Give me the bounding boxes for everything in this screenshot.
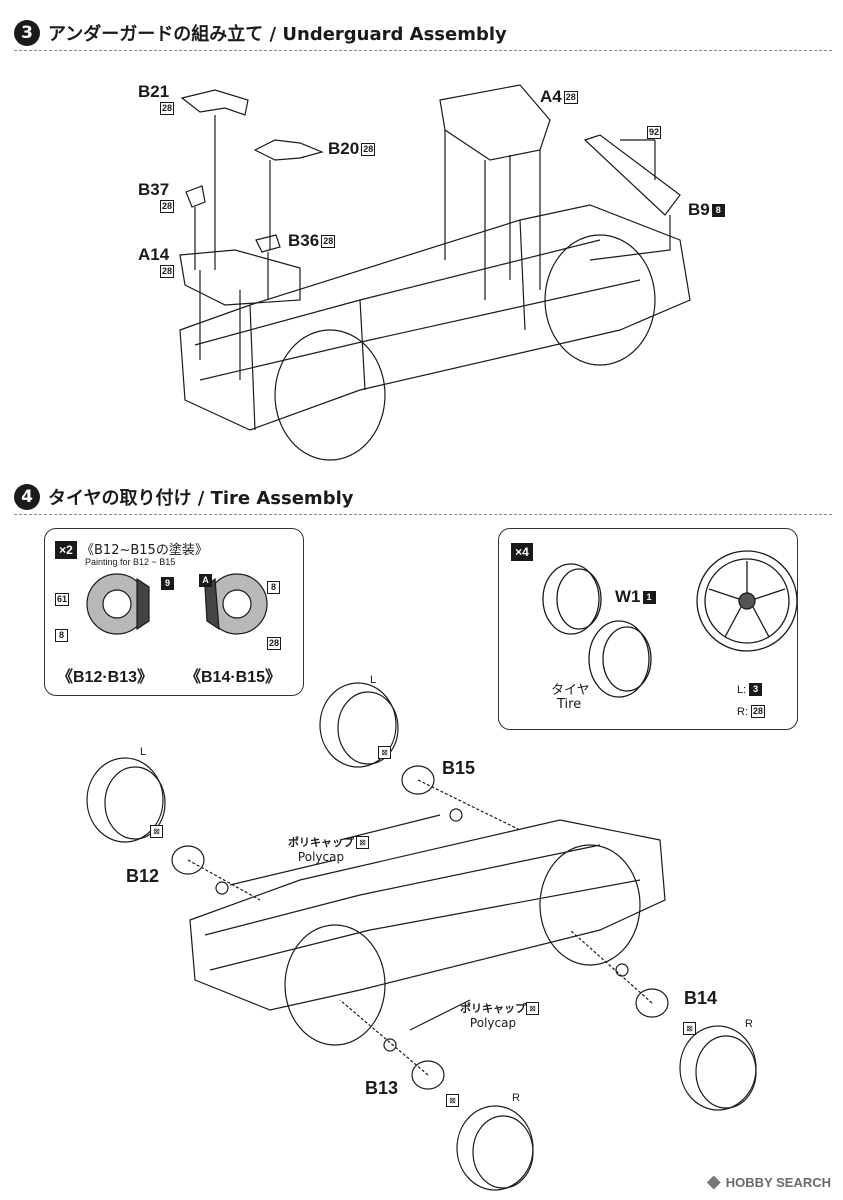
part-label-a14: A14	[138, 245, 170, 264]
step-title: タイヤの取り付け / Tire Assembly	[48, 488, 354, 509]
cement-mark-icon: ⊠	[683, 1022, 696, 1035]
section-divider	[14, 50, 832, 51]
multiplier-badge: ×4	[511, 543, 533, 561]
left-wheel-code: L: 3	[737, 683, 763, 696]
wheel-part-label: W1 1	[615, 587, 656, 607]
part-code-a14: 28	[160, 265, 175, 278]
paint-code: 28	[267, 637, 282, 650]
part-code-b37: 28	[160, 200, 175, 213]
brand-watermark: HOBBY SEARCH	[706, 1175, 831, 1190]
brake-disc-drawings	[86, 573, 268, 635]
step-4-header: 4 タイヤの取り付け / Tire Assembly	[14, 484, 353, 510]
right-wheel-code: R: 28	[737, 705, 766, 718]
part-code-b20: 28	[361, 142, 376, 156]
callout-code-92: 92	[647, 126, 662, 139]
part-label-b9: B9 8	[688, 200, 725, 220]
side-label-left: L	[140, 746, 147, 758]
side-label-right: R	[512, 1092, 520, 1104]
part-label-a4: A4 28	[540, 87, 578, 106]
brake-label-b13: B13	[365, 1078, 399, 1098]
tire-label-en: Tire	[557, 697, 582, 712]
part-label-b20: B20 28	[328, 139, 376, 158]
brake-label-b12: B12	[126, 866, 160, 886]
paint-code: A	[199, 574, 212, 587]
polycap-callout: ポリキャップ Polycap	[460, 1002, 526, 1030]
step-number: 4	[14, 484, 40, 510]
multiplier-badge: ×2	[55, 541, 77, 559]
brake-label-b14: B14	[684, 988, 718, 1008]
part-code-a4: 28	[563, 90, 578, 104]
paint-instruction-box: ×2 《B12~B15の塗装》 Painting for B12 ~ B15 6…	[44, 528, 304, 696]
tire-label-jp: タイヤ	[551, 683, 590, 698]
paint-heading: 《B12~B15の塗装》	[81, 543, 208, 558]
part-label-b21: B21	[138, 82, 170, 101]
cement-mark-icon: ⊠	[526, 1002, 539, 1015]
side-label-left: L	[370, 674, 377, 686]
wheel-assembly-box: ×4 W1 1 タイヤ Tire L: 3 R: 28	[498, 528, 798, 730]
part-label-b36: B36 28	[288, 231, 336, 250]
caption-b12-b13: 《B12·B13》	[57, 669, 154, 686]
step-number: 3	[14, 20, 40, 46]
cement-mark-icon: ⊠	[378, 746, 391, 759]
cement-mark-icon: ⊠	[150, 825, 163, 838]
cement-mark-icon: ⊠	[356, 836, 369, 849]
side-label-right: R	[745, 1018, 753, 1030]
polycap-callout: ポリキャップ Polycap	[288, 836, 354, 864]
caption-b14-b15: 《B14·B15》	[185, 669, 282, 686]
step-title: アンダーガードの組み立て / Underguard Assembly	[48, 24, 507, 45]
step-3-header: 3 アンダーガードの組み立て / Underguard Assembly	[14, 20, 507, 46]
part-label-b37: B37	[138, 180, 170, 199]
cement-mark-icon: ⊠	[446, 1094, 459, 1107]
part-code-b36: 28	[321, 234, 336, 248]
brake-label-b15: B15	[442, 758, 476, 778]
paint-code: 8	[55, 629, 68, 642]
wheel-part-code: 1	[642, 590, 656, 604]
paint-code: 61	[55, 593, 70, 606]
paint-heading-en: Painting for B12 ~ B15	[85, 557, 176, 567]
wheel-drawings	[542, 550, 797, 698]
section-divider	[14, 514, 832, 515]
paint-code: 9	[161, 577, 174, 590]
paint-code: 8	[267, 581, 280, 594]
brand-logo-icon	[706, 1175, 721, 1190]
underguard-assembly-drawing	[179, 84, 691, 461]
part-code-b9: 8	[711, 203, 725, 217]
part-code-b21: 28	[160, 102, 175, 115]
